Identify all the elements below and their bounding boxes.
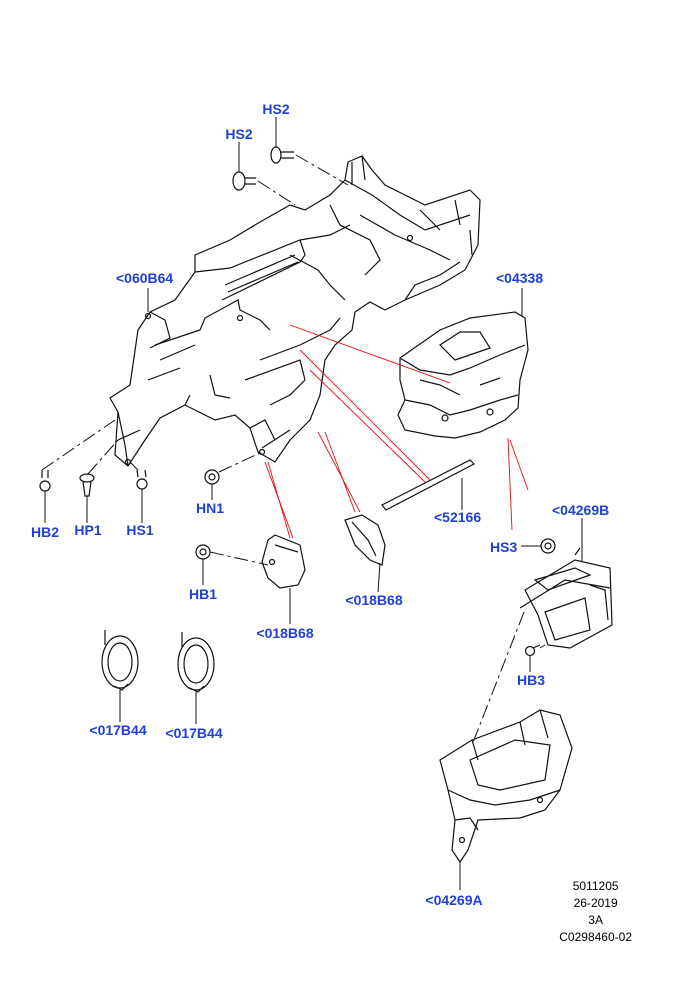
callout-hs2-upper[interactable]: HS2: [262, 101, 290, 117]
fastener-hb3: [524, 644, 541, 657]
part-018b68-bracket: [344, 514, 386, 566]
part-018b68-plate: [261, 534, 306, 589]
callout-hb3[interactable]: HB3: [516, 672, 546, 688]
fastener-hb1: [195, 544, 211, 560]
callout-018b68-lower[interactable]: <018B68: [256, 625, 314, 641]
fastener-hs2-lower: [232, 171, 256, 191]
callout-hs3[interactable]: HS3: [490, 539, 518, 555]
callout-04338[interactable]: <04338: [496, 270, 544, 286]
assembly-lines: [41, 154, 546, 746]
callout-52166[interactable]: <52166: [434, 509, 482, 525]
reference-block: 5011205 26-2019 3A C0298460-02: [559, 878, 632, 946]
part-52166: [381, 459, 476, 511]
part-04269a-bracket: [439, 709, 573, 864]
reference-line-4: C0298460-02: [559, 930, 632, 944]
callout-hp1[interactable]: HP1: [74, 522, 102, 538]
fastener-hp1: [79, 473, 95, 497]
part-017b44-ring-right: [177, 632, 215, 693]
red-leaders: [264, 324, 529, 539]
fastener-hs3: [540, 538, 556, 554]
hvac-housing: [397, 311, 529, 439]
part-017b44-ring-left: [101, 630, 139, 691]
callout-060b64[interactable]: <060B64: [116, 270, 174, 286]
fastener-hn1: [204, 469, 220, 485]
cross-car-beam: [109, 155, 481, 467]
callout-hs1[interactable]: HS1: [126, 522, 154, 538]
callout-017b44-left[interactable]: <017B44: [89, 722, 147, 738]
callout-018b68-center[interactable]: <018B68: [345, 592, 403, 608]
part-04269b-bracket: [519, 547, 613, 649]
fastener-hs1: [136, 469, 148, 490]
reference-line-3: 3A: [588, 913, 603, 927]
callout-017b44-right[interactable]: <017B44: [165, 725, 223, 741]
callout-04269a[interactable]: <04269A: [425, 892, 483, 908]
callout-hn1[interactable]: HN1: [195, 500, 225, 516]
callout-hb1[interactable]: HB1: [188, 586, 218, 602]
fastener-hs2-upper: [270, 146, 294, 164]
reference-line-2: 26-2019: [573, 896, 618, 910]
label-leaders: [44, 117, 583, 890]
callout-hs2-lower[interactable]: HS2: [225, 126, 253, 142]
reference-line-1: 5011205: [572, 879, 619, 893]
callout-04269b[interactable]: <04269B: [552, 502, 610, 518]
callout-hb2[interactable]: HB2: [30, 524, 60, 540]
fastener-hb2: [39, 470, 51, 492]
